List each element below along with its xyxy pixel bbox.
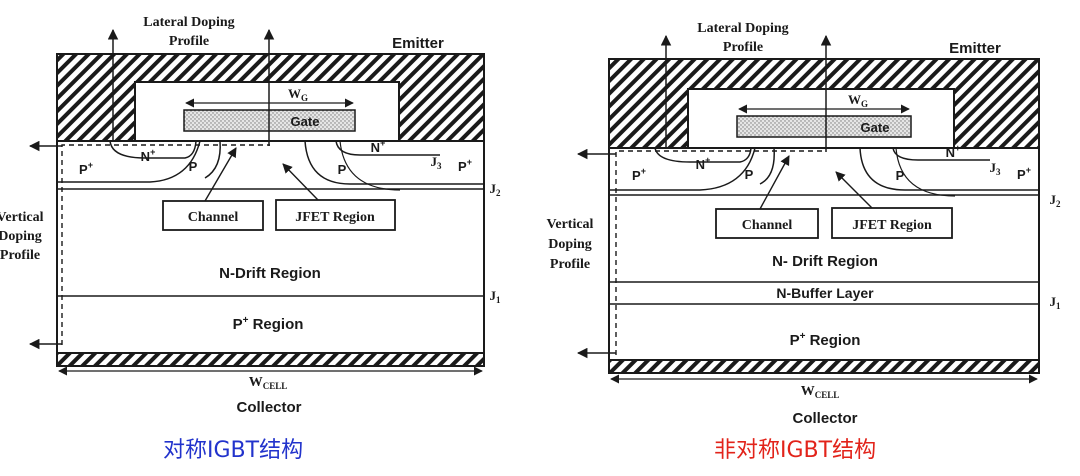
right-nplus-left	[654, 147, 752, 163]
left-nplus-left	[109, 140, 197, 159]
left-channel-box	[162, 200, 264, 231]
left-vertical-doping-line2: Doping	[0, 229, 42, 244]
right-lateral-doping-title: Lateral Doping	[697, 21, 788, 36]
right-collector-metal	[608, 359, 1040, 374]
right-j3-label: J3	[990, 160, 1002, 177]
right-p-well-left	[609, 147, 756, 191]
left-p-well-left	[57, 140, 201, 183]
right-channel-label: Channel	[742, 218, 793, 233]
left-vertical-doping-line1: Vertical	[0, 210, 44, 225]
left-collector-label: Collector	[236, 399, 301, 416]
right-p-left-label: P	[745, 167, 754, 182]
left-p-well-right	[304, 140, 484, 185]
right-vertical-doping-line2: Doping	[548, 237, 592, 252]
right-drift-label: N- Drift Region	[772, 253, 878, 270]
right-p-well-right	[859, 147, 1039, 191]
left-nplus-right-label: N+	[371, 138, 386, 155]
left-drift-label: N-Drift Region	[219, 265, 321, 282]
right-vertical-doping-line1: Vertical	[547, 217, 594, 232]
left-p-edge-left	[204, 140, 221, 179]
left-j1-label: J1	[490, 288, 502, 305]
left-pplus-region-label: P+ Region	[233, 315, 304, 333]
left-emitter-label: Emitter	[392, 35, 444, 52]
left-collector-metal	[56, 352, 485, 367]
left-gate-label: Gate	[291, 114, 320, 129]
left-silicon-body	[56, 140, 485, 354]
right-gate-label: Gate	[861, 120, 890, 135]
caption-symmetric-igbt: 对称IGBT结构	[163, 438, 304, 463]
right-vertical-doping-line3: Profile	[550, 257, 590, 272]
right-j1-label: J1	[1050, 294, 1062, 311]
right-wcell-label: WCELL	[801, 384, 840, 400]
left-pplus-right-label: P+	[458, 157, 472, 174]
right-lateral-doping-subtitle: Profile	[723, 40, 763, 55]
right-channel-box	[715, 208, 819, 239]
right-p-edge-left	[759, 147, 775, 185]
symmetric-igbt: Gate WG Channel JFET Region	[0, 15, 501, 416]
right-j2-label: J2	[1050, 192, 1062, 209]
left-j3-label: J3	[431, 154, 443, 171]
left-pplus-left-label: P+	[79, 160, 93, 177]
right-p-right-label: P	[896, 168, 905, 183]
right-p-well-right-inner	[895, 147, 956, 197]
right-jfet-label: JFET Region	[852, 218, 932, 233]
right-pplus-left-label: P+	[632, 166, 646, 183]
caption-asymmetric-igbt: 非对称IGBT结构	[714, 438, 877, 463]
right-vertical-profile-dashed	[615, 150, 826, 355]
right-emitter-label: Emitter	[949, 40, 1001, 57]
right-collector-label: Collector	[792, 410, 857, 427]
left-p-right-label: P	[338, 162, 347, 177]
left-wg-label: WG	[288, 86, 308, 103]
right-nplus-right-label: N+	[946, 143, 961, 160]
left-p-well-right-inner	[339, 140, 401, 191]
right-silicon-body	[608, 147, 1040, 361]
left-channel-pointer	[204, 147, 237, 202]
right-jfet-box	[831, 207, 953, 239]
right-pplus-right-label: P+	[1017, 165, 1031, 182]
asymmetric-igbt: Gate WG Channel JFET Region Lateral Dopi…	[547, 21, 1061, 427]
left-nplus-right	[335, 140, 440, 156]
right-gate-electrode	[736, 115, 912, 138]
left-lateral-doping-subtitle: Profile	[169, 34, 209, 49]
right-channel-pointer	[759, 155, 790, 210]
right-wg-label: WG	[848, 92, 868, 109]
right-nplus-right	[892, 147, 990, 161]
right-jfet-pointer	[835, 171, 873, 209]
right-buffer-label: N-Buffer Layer	[776, 285, 874, 301]
left-jfet-box	[275, 199, 396, 231]
left-channel-label: Channel	[188, 210, 239, 225]
left-j2-label: J2	[490, 181, 502, 198]
left-vertical-profile-dashed	[61, 144, 270, 345]
left-jfet-label: JFET Region	[295, 210, 375, 225]
left-jfet-pointer	[282, 163, 319, 201]
left-p-left-label: P	[189, 159, 198, 174]
right-pplus-region-label: P+ Region	[790, 331, 861, 349]
left-wcell-label: WCELL	[249, 375, 288, 391]
left-vertical-doping-line3: Profile	[0, 248, 40, 263]
right-nplus-left-label: N+	[696, 155, 711, 172]
left-nplus-left-label: N+	[141, 147, 156, 164]
left-lateral-doping-title: Lateral Doping	[143, 15, 234, 30]
